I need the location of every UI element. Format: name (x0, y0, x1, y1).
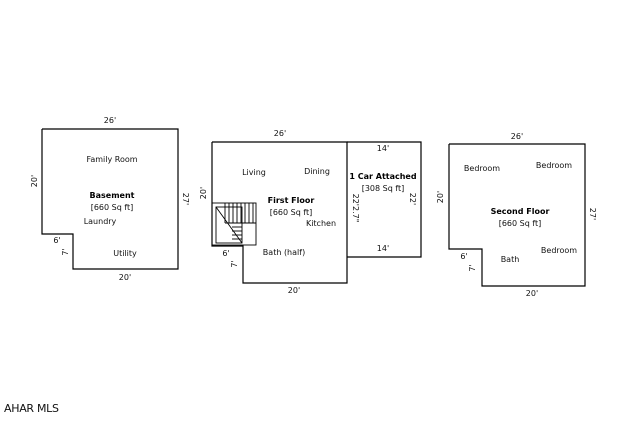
second-floor-area: [660 Sq ft] (499, 219, 542, 228)
second-floor-room-bath: Bath (501, 255, 520, 264)
garage-title: 1 Car Attached (349, 172, 416, 181)
second-floor-dim-bottom: 20' (526, 289, 538, 298)
first-floor-room-bath: Bath (half) (263, 248, 305, 257)
garage-area: [308 Sq ft] (362, 184, 405, 193)
first-floor-dim-left: 20' (199, 187, 208, 199)
basement-room-family: Family Room (86, 155, 137, 164)
first-floor-dim-notch-width: 6' (222, 249, 229, 258)
basement-room-utility: Utility (113, 249, 137, 258)
second-floor-dim-notch-width: 6' (460, 252, 467, 261)
basement-dim-notch-width: 6' (53, 236, 60, 245)
basement-dim-bottom: 20' (119, 273, 131, 282)
basement-dim-notch-height: 7' (61, 248, 70, 255)
stairs (211, 202, 257, 246)
first-floor-title: First Floor (268, 196, 315, 205)
first-floor-room-kitchen: Kitchen (306, 219, 336, 228)
basement-room-laundry: Laundry (84, 217, 117, 226)
second-floor-room-bedroom-3: Bedroom (541, 246, 577, 255)
second-floor-dim-top: 26' (511, 132, 523, 141)
first-floor-dim-bottom: 20' (288, 286, 300, 295)
second-floor-outline (448, 143, 586, 287)
second-floor-title: Second Floor (491, 207, 550, 216)
garage-dim-right: 22' (408, 193, 417, 205)
first-floor-plan: 26' 20' 22'2.7" 20' 6' 7' Living Dining … (199, 129, 360, 295)
garage-dim-top: 14' (377, 144, 389, 153)
second-floor-dim-notch-height: 7' (468, 264, 477, 271)
first-floor-dim-notch-height: 7' (230, 260, 239, 267)
second-floor-dim-right: 27' (588, 208, 597, 220)
second-floor-dim-left: 20' (436, 191, 445, 203)
mls-watermark: AHAR MLS (4, 402, 59, 415)
second-floor-plan: 26' 20' 27' 20' 6' 7' Bedroom Bedroom Se… (436, 132, 597, 298)
basement-area: [660 Sq ft] (91, 203, 134, 212)
first-floor-dim-right: 22'2.7" (351, 194, 360, 223)
basement-plan: 26' 20' 27' 20' 6' 7' Family Room Baseme… (30, 116, 190, 282)
garage-plan: 14' 1 Car Attached [308 Sq ft] 22' 14' (347, 141, 422, 258)
first-floor-room-dining: Dining (304, 167, 330, 176)
garage-outline (347, 141, 422, 258)
basement-dim-top: 26' (104, 116, 116, 125)
first-floor-room-living: Living (242, 168, 266, 177)
first-floor-dim-top: 26' (274, 129, 286, 138)
second-floor-room-bedroom-1: Bedroom (464, 164, 500, 173)
basement-title: Basement (90, 191, 135, 200)
basement-dim-right: 27' (181, 193, 190, 205)
basement-dim-left: 20' (30, 175, 39, 187)
second-floor-room-bedroom-2: Bedroom (536, 161, 572, 170)
first-floor-area: [660 Sq ft] (270, 208, 313, 217)
garage-dim-bottom: 14' (377, 244, 389, 253)
basement-outline (41, 128, 179, 270)
